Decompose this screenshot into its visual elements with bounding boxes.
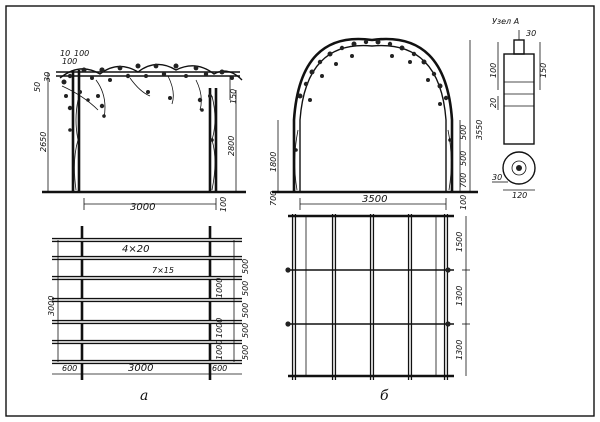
left-elevation-top-dim-4: 50 bbox=[33, 82, 42, 92]
node-a-detail: Узел А 30 100 150 20 30 120 bbox=[489, 17, 548, 200]
left-plan-inner-dim-3: 1000 bbox=[215, 340, 224, 360]
panel-label-b: б bbox=[380, 388, 389, 404]
vine-canopy-left bbox=[59, 63, 243, 142]
left-plan-bars: 7×15 bbox=[152, 266, 174, 275]
left-plan-right-dim-4: 500 bbox=[241, 323, 250, 338]
right-elevation-span: 3500 bbox=[362, 194, 387, 205]
left-elevation-pillar-height: 2650 bbox=[39, 132, 48, 152]
left-plan-right-dim-1: 500 bbox=[241, 259, 250, 274]
node-dim-d: 30 bbox=[492, 173, 502, 182]
right-elevation: 1800 700 500 500 700 3550 3500 100 bbox=[269, 37, 484, 210]
left-plan-inner-dim-1: 1000 bbox=[215, 278, 224, 298]
right-elevation-height-right-2: 500 bbox=[459, 151, 468, 166]
node-dim-b: 150 bbox=[539, 63, 548, 78]
left-plan-bottom-dim-3: 600 bbox=[212, 364, 227, 373]
right-plan-dim-1: 1500 bbox=[455, 232, 464, 252]
right-plan: 1500 1300 1300 bbox=[285, 214, 470, 380]
node-dim-c: 20 bbox=[489, 98, 498, 108]
left-elevation-top-dim-6: 150 bbox=[229, 89, 238, 104]
left-elevation-top-dim-5: 30 bbox=[43, 72, 52, 82]
left-plan-rails bbox=[52, 237, 242, 365]
left-elevation-top-dim-3: 100 bbox=[74, 49, 89, 58]
left-plan-top-rail: 4×20 bbox=[122, 244, 149, 255]
right-elevation-ground-right: 100 bbox=[459, 195, 468, 210]
node-dim-top: 30 bbox=[526, 29, 536, 38]
right-plan-dim-2: 1300 bbox=[455, 286, 464, 306]
right-plan-rails bbox=[291, 214, 449, 380]
vine-arch bbox=[294, 39, 452, 152]
right-plan-dim-3: 1300 bbox=[455, 340, 464, 360]
left-elevation-ground: 100 bbox=[219, 197, 228, 212]
left-plan-side-height: 3000 bbox=[47, 296, 56, 316]
left-plan-bottom-dim-1: 600 bbox=[62, 364, 77, 373]
left-elevation-top-dim-2: 100 bbox=[62, 57, 77, 66]
left-elevation-post-height: 2800 bbox=[227, 136, 236, 156]
left-elevation: 10 100 100 50 30 150 2650 2800 3000 100 bbox=[33, 49, 246, 213]
left-plan-bottom-dim-2: 3000 bbox=[128, 363, 153, 374]
right-elevation-height-total: 3550 bbox=[475, 120, 484, 140]
left-plan: 4×20 7×15 3000 500 500 500 500 500 1000 … bbox=[47, 226, 250, 380]
left-elevation-top-dim-1: 10 bbox=[60, 49, 70, 58]
right-elevation-height-left: 1800 bbox=[269, 152, 278, 172]
left-elevation-span: 3000 bbox=[130, 202, 155, 213]
node-title: Узел А bbox=[492, 17, 519, 26]
right-elevation-height-right-3: 700 bbox=[459, 173, 468, 188]
right-elevation-height-right-1: 500 bbox=[459, 125, 468, 140]
node-dim-e: 120 bbox=[512, 191, 527, 200]
right-elevation-ground-left: 700 bbox=[269, 191, 278, 206]
left-plan-inner-dim-2: 1000 bbox=[215, 318, 224, 338]
left-plan-right-dim-3: 500 bbox=[241, 303, 250, 318]
drawing-frame bbox=[5, 5, 595, 417]
left-plan-right-dim-5: 500 bbox=[241, 345, 250, 360]
node-dim-a: 100 bbox=[489, 63, 498, 78]
panel-label-a: а bbox=[140, 388, 148, 404]
left-plan-right-dim-2: 500 bbox=[241, 281, 250, 296]
